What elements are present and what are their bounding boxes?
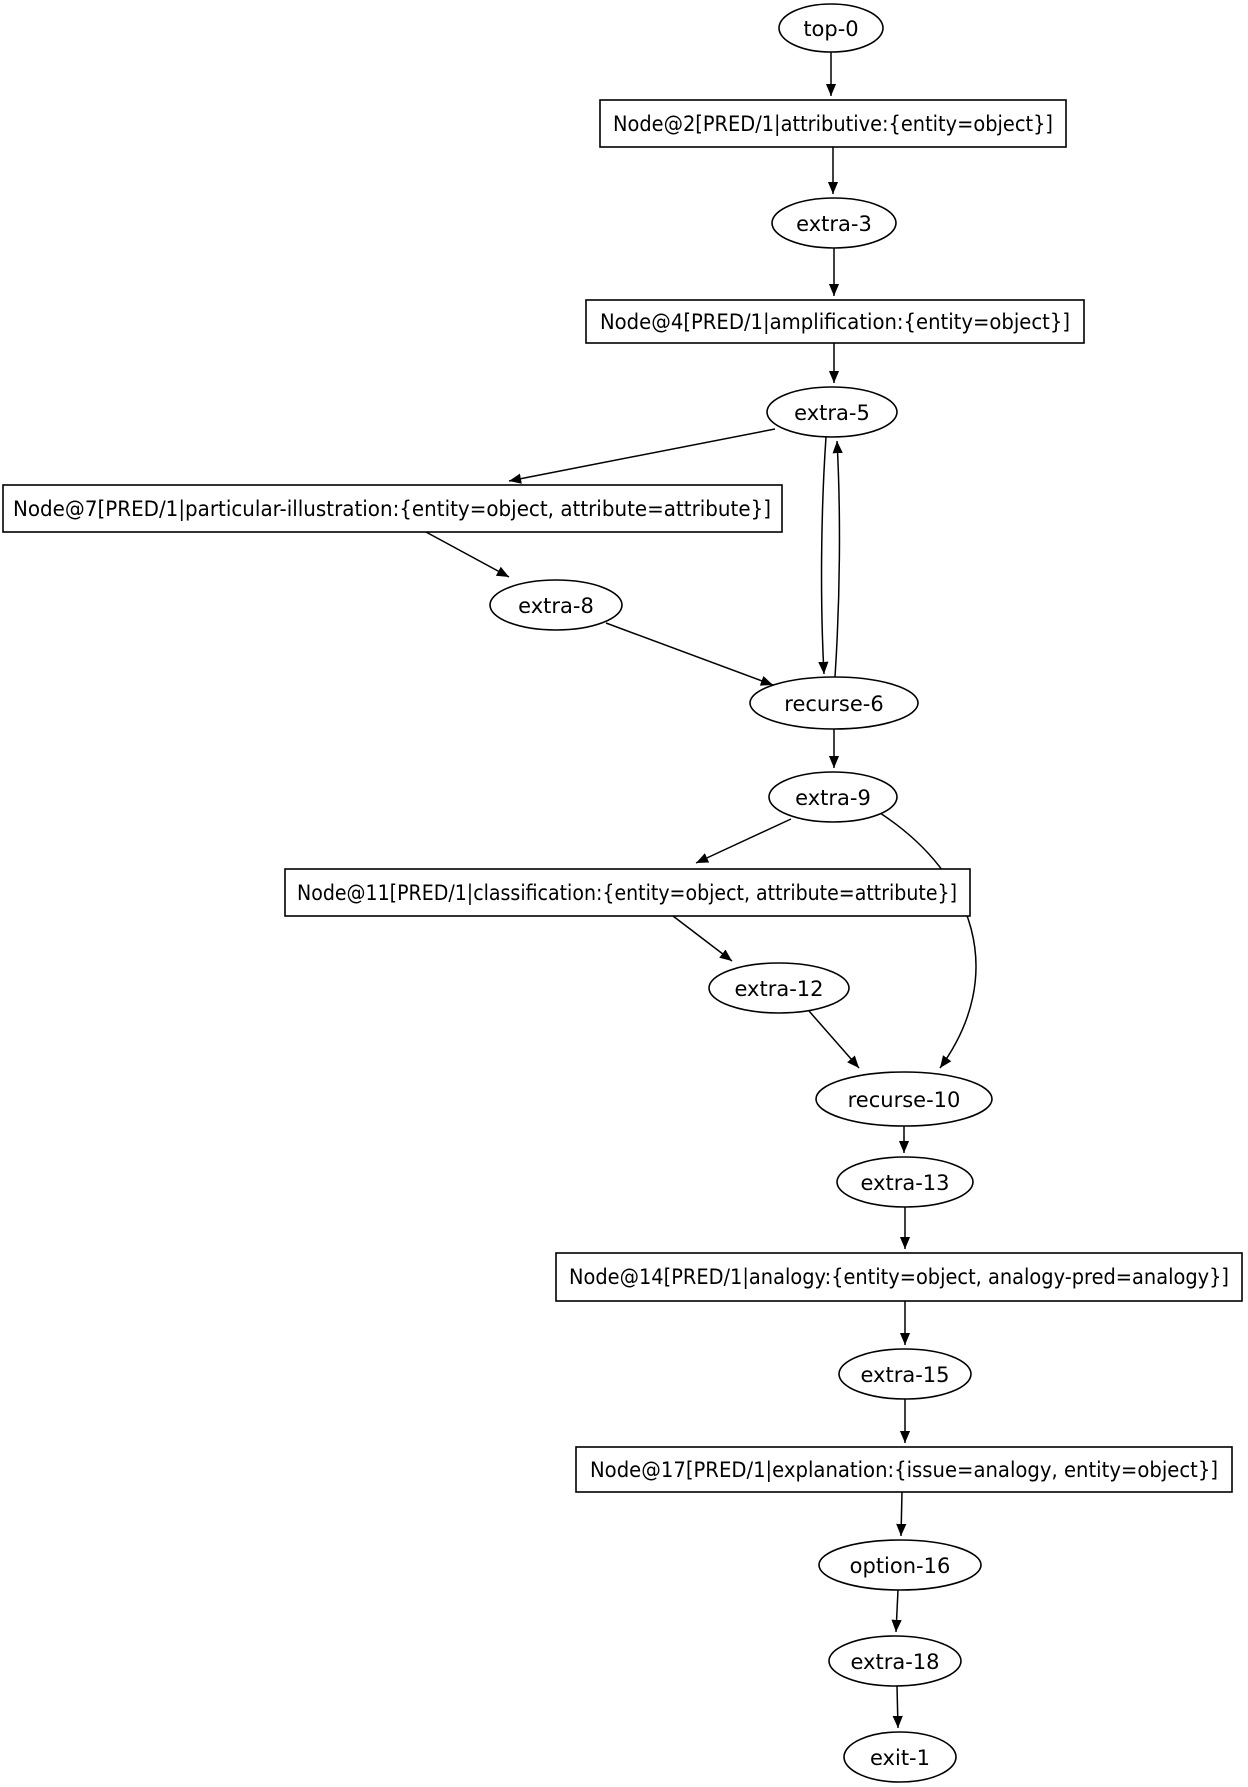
edge-extra8-to-recurse6: [605, 622, 774, 686]
node-option-16-label: option-16: [850, 1554, 951, 1578]
edge-extra9-to-node11: [695, 818, 792, 864]
node-extra-13: extra-13: [836, 1156, 974, 1208]
node-option-16: option-16: [818, 1539, 982, 1591]
node-exit-1: exit-1: [843, 1731, 957, 1783]
edge-node17-to-option16: [896, 1491, 907, 1537]
node-node2-label: Node@2[PRED/1|attributive:{entity=object…: [613, 112, 1053, 137]
edge-node7-to-extra8: [425, 531, 510, 578]
edge-extra18-to-exit1: [892, 1685, 903, 1729]
node-top-0: top-0: [778, 3, 884, 53]
node-node17-label: Node@17[PRED/1|explanation:{issue=analog…: [590, 1458, 1218, 1483]
node-extra-12-label: extra-12: [734, 977, 823, 1001]
node-extra-9: extra-9: [768, 771, 898, 823]
node-node7-label: Node@7[PRED/1|particular-illustration:{e…: [13, 497, 771, 522]
edge-node11-to-extra12: [672, 915, 733, 962]
node-extra-5: extra-5: [766, 386, 898, 438]
node-extra-9-label: extra-9: [795, 786, 871, 810]
node-node4-box: Node@4[PRED/1|amplification:{entity=obje…: [585, 299, 1085, 344]
node-node4-label: Node@4[PRED/1|amplification:{entity=obje…: [600, 310, 1070, 335]
node-node14-label: Node@14[PRED/1|analogy:{entity=object, a…: [569, 1265, 1229, 1290]
edge-option16-to-extra18: [891, 1589, 902, 1633]
node-recurse-6: recurse-6: [749, 676, 919, 730]
node-extra-5-label: extra-5: [794, 401, 870, 425]
node-extra-8-label: extra-8: [518, 594, 594, 618]
node-node17-box: Node@17[PRED/1|explanation:{issue=analog…: [575, 1446, 1233, 1493]
node-extra-3: extra-3: [771, 197, 897, 249]
edge-extra12-to-recurse10: [808, 1010, 860, 1069]
node-node11-box: Node@11[PRED/1|classification:{entity=ob…: [284, 868, 971, 917]
node-recurse-6-label: recurse-6: [784, 692, 883, 716]
node-extra-8: extra-8: [489, 579, 623, 631]
node-node7-box: Node@7[PRED/1|particular-illustration:{e…: [2, 484, 783, 533]
node-extra-15: extra-15: [838, 1348, 972, 1400]
node-node14-box: Node@14[PRED/1|analogy:{entity=object, a…: [555, 1252, 1243, 1302]
node-recurse-10-label: recurse-10: [848, 1088, 961, 1112]
edge-extra9-to-recurse10: [879, 812, 977, 1069]
node-extra-13-label: extra-13: [860, 1171, 949, 1195]
edge-extra5-to-node7: [508, 428, 776, 484]
edge-group: [425, 52, 977, 1729]
node-extra-3-label: extra-3: [796, 212, 872, 236]
node-node11-label: Node@11[PRED/1|classification:{entity=ob…: [297, 881, 957, 906]
node-exit-1-label: exit-1: [870, 1746, 930, 1770]
node-extra-18-label: extra-18: [850, 1650, 939, 1674]
node-extra-15-label: extra-15: [860, 1363, 949, 1387]
node-node2-box: Node@2[PRED/1|attributive:{entity=object…: [599, 99, 1067, 148]
edge-extra5-to-recurse6: [818, 436, 829, 675]
node-extra-12: extra-12: [708, 962, 850, 1014]
node-recurse-10: recurse-10: [815, 1071, 993, 1127]
edge-recurse6-to-extra5: [832, 440, 843, 678]
node-top-0-label: top-0: [803, 17, 858, 41]
node-extra-18: extra-18: [828, 1635, 962, 1687]
